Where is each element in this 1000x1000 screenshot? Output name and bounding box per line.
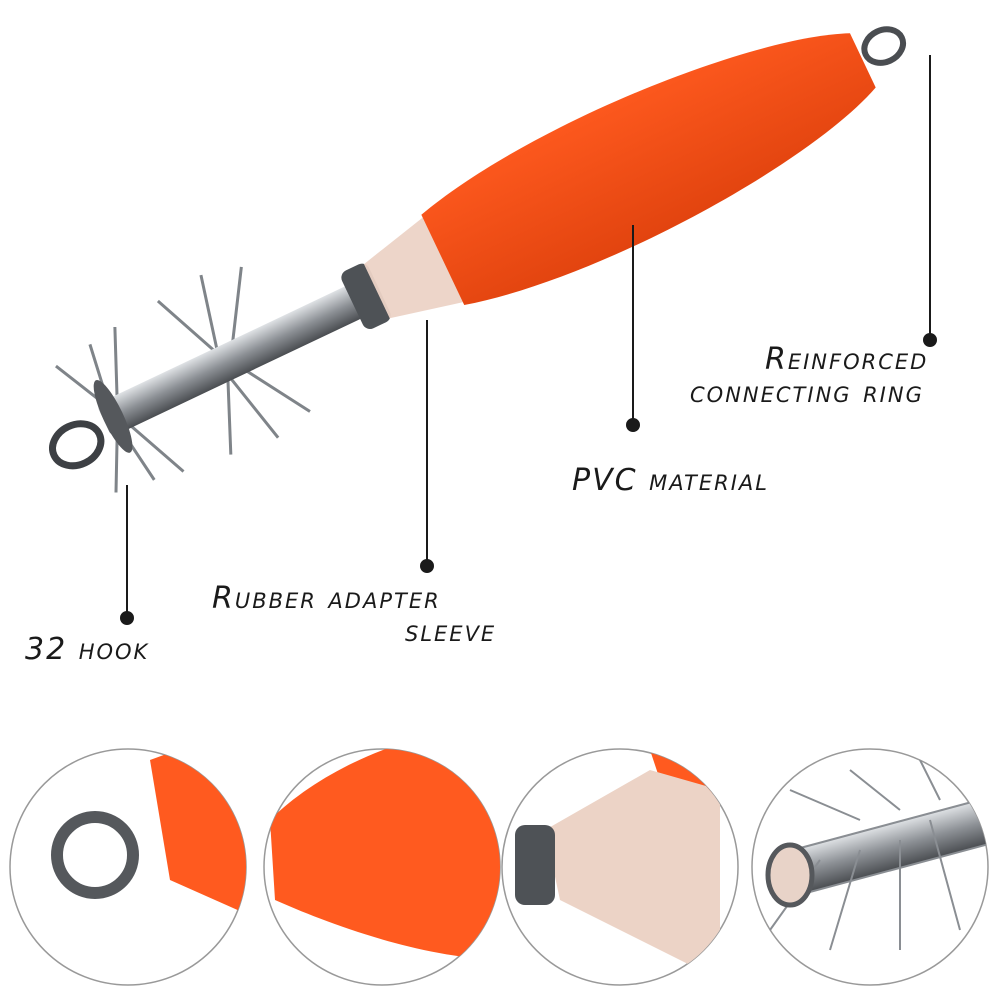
label-sleeve: sleeve (405, 614, 497, 649)
connecting-ring-icon (861, 26, 907, 66)
pvc-body (421, 33, 876, 306)
label-connecting-ring: connecting ring (690, 375, 924, 410)
closeup-pvc-body (263, 748, 501, 986)
detail-circles (9, 748, 989, 986)
lure (49, 26, 907, 493)
closeup-hook (751, 748, 989, 986)
label-reinforced: Reinforced (765, 342, 929, 377)
collar (341, 263, 391, 330)
label-pvc-material: PVC material (572, 463, 769, 498)
hook-cluster (55, 266, 311, 493)
rubber-sleeve (363, 214, 468, 319)
end-disc (93, 380, 133, 453)
closeup-connecting-ring (9, 748, 247, 986)
hook-shaft (98, 286, 363, 435)
label-rubber-adapter: Rubber adapter (212, 581, 441, 616)
label-32-hook: 32 hook (25, 632, 150, 667)
closeup-rubber-sleeve (501, 748, 739, 986)
leader-lines (120, 55, 937, 625)
hook-ring-icon (49, 420, 105, 470)
